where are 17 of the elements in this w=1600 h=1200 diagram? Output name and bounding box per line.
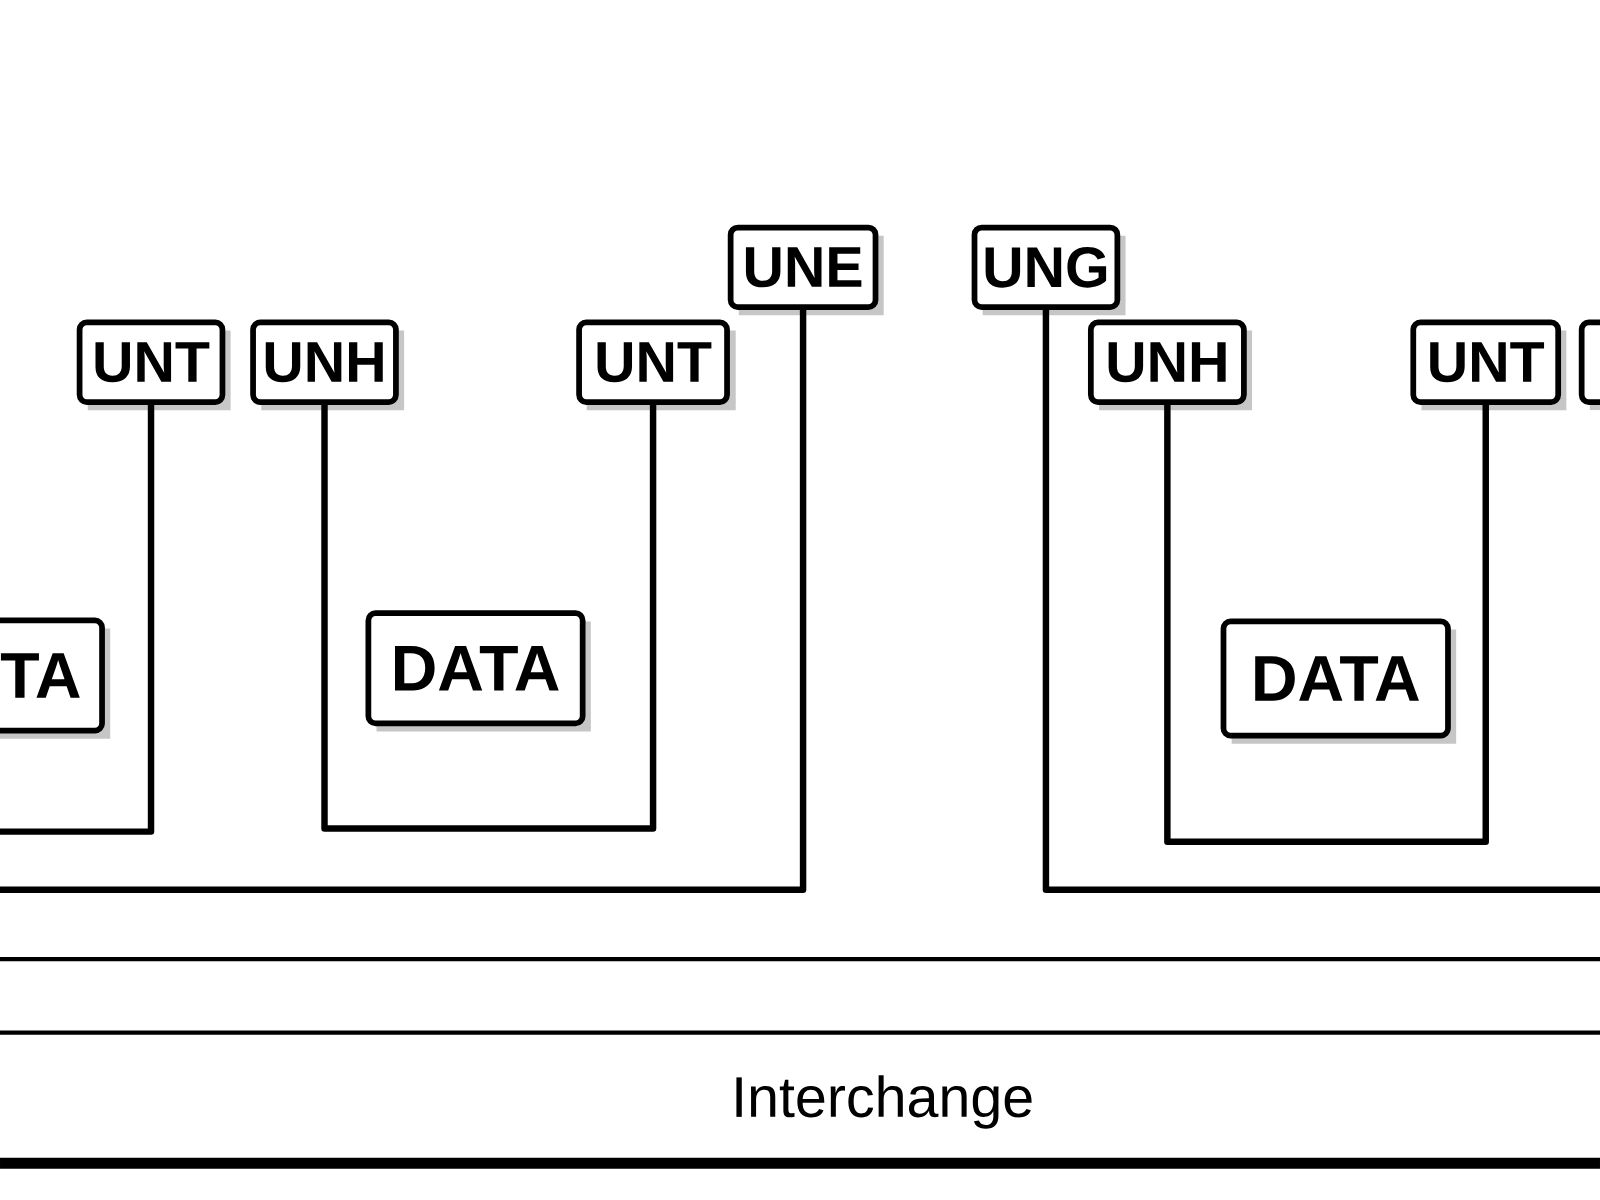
data-box: DATA: [365, 610, 591, 732]
data-box: DATA: [1220, 618, 1457, 744]
bracket-line: [1164, 404, 1489, 846]
section-label: Interchange: [736, 1075, 1032, 1129]
empty-box: [1578, 319, 1600, 411]
segment-box: UNE: [727, 224, 884, 316]
segment-box: UNT: [576, 319, 736, 411]
segment-box: UNH: [1087, 319, 1253, 411]
bracket-line: [1042, 310, 1600, 893]
segment-box: UNT: [1410, 319, 1567, 411]
segment-box: UNH: [250, 319, 405, 411]
segment-box: UNT: [76, 319, 231, 411]
data-box: TA: [0, 617, 111, 739]
bracket-line: [0, 404, 155, 835]
bracket-line: [0, 310, 807, 893]
segment-box: UNG: [971, 224, 1126, 316]
bracket-line: [321, 404, 657, 832]
